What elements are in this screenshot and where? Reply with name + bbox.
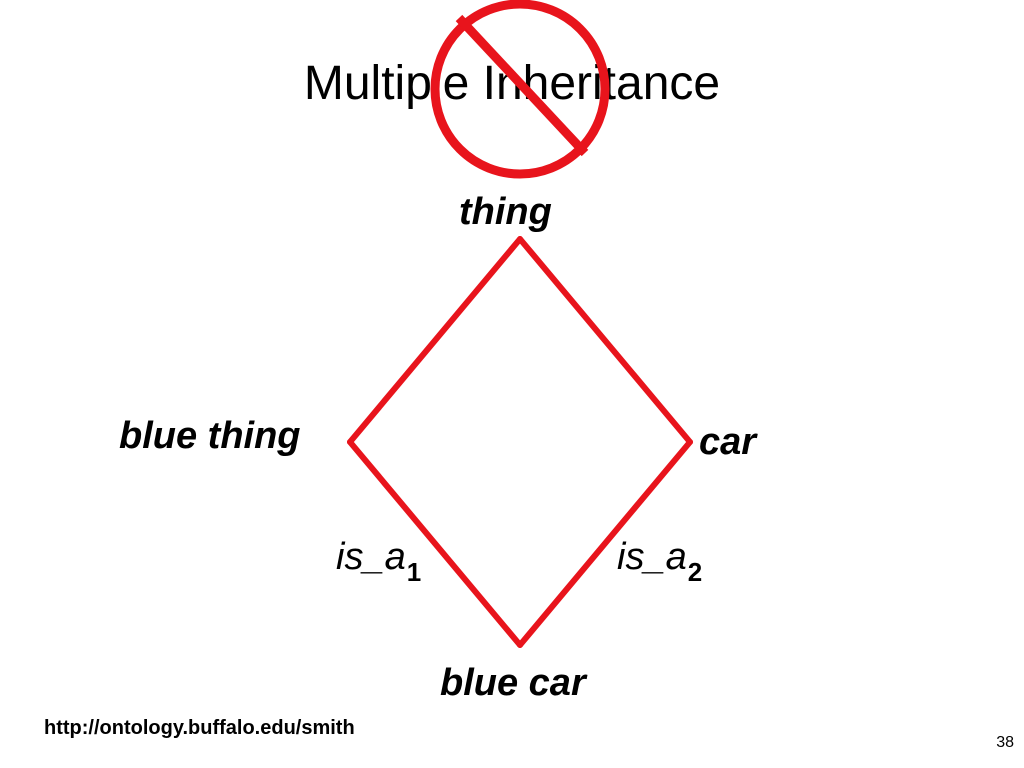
edge-car-to-blue-car [517,439,693,648]
no-symbol-icon [430,0,610,179]
edge-label-is-a-1: is_a1 [336,535,421,587]
node-blue-thing: blue thing [119,415,301,457]
edge-blue-thing-to-blue-car [347,439,523,648]
no-symbol-ring [430,0,610,179]
edge-label-is-a-2-text: is_a [617,536,687,578]
edge-label-is-a-1-text: is_a [336,536,406,578]
edge-thing-to-car [517,236,693,445]
edge-label-is-a-1-subscript: 1 [406,557,422,587]
diamond-edges [347,236,693,648]
footer-url: http://ontology.buffalo.edu/smith [44,717,355,739]
slide-title: Multiple Inheritance [303,57,721,110]
node-car: car [699,421,757,463]
no-symbol-slash [455,14,589,157]
page-number: 38 [996,734,1014,751]
edge-label-is-a-2-subscript: 2 [687,557,703,587]
node-thing: thing [459,191,552,233]
node-blue-car: blue car [440,662,586,704]
edge-thing-to-blue-thing [347,236,523,445]
edge-label-is-a-2: is_a2 [617,535,702,587]
